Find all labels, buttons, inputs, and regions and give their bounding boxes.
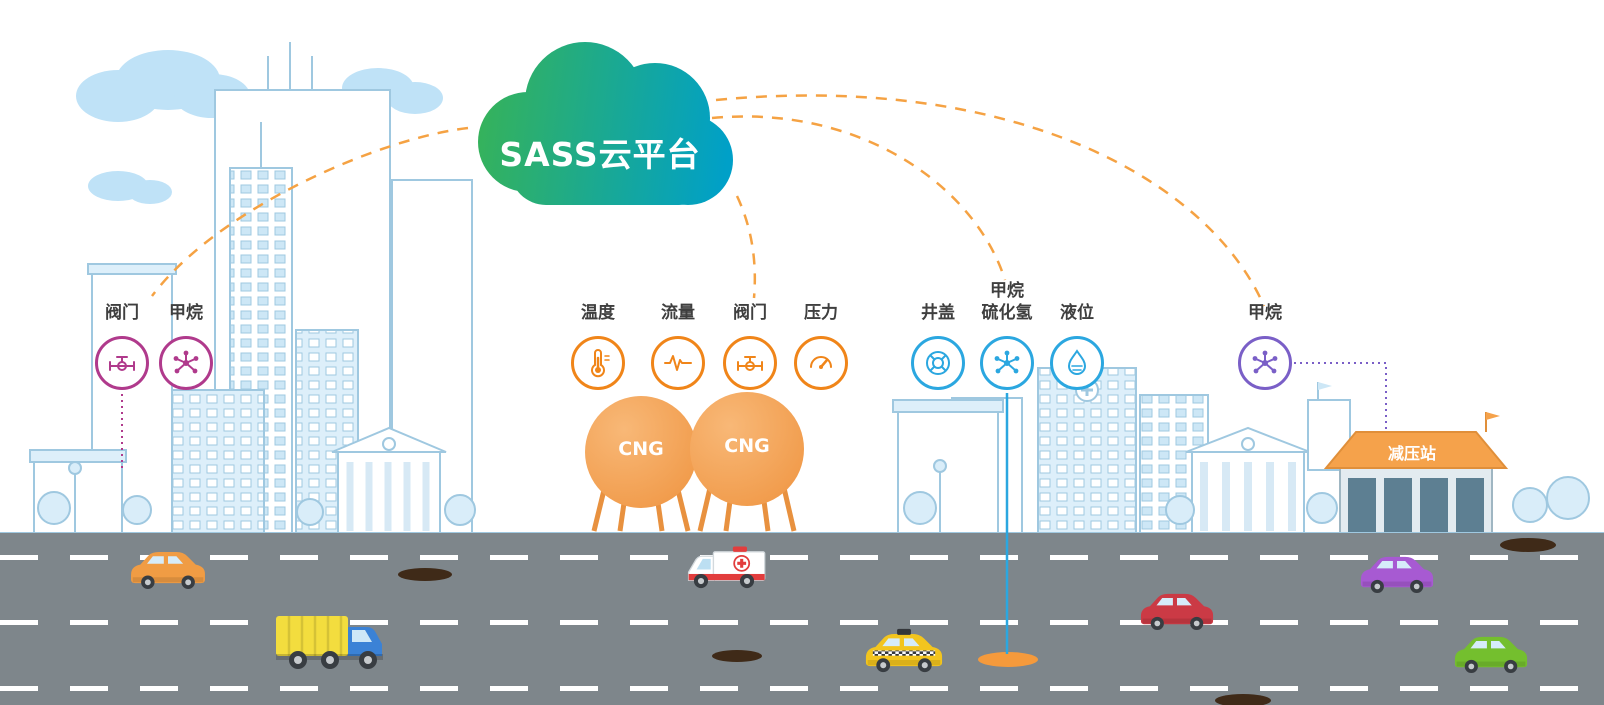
cloud-shape — [478, 42, 733, 205]
cng-tanks — [585, 392, 804, 532]
pressure-reduction-station-building — [1307, 382, 1590, 534]
cng-tank-2 — [690, 392, 804, 506]
lane-divider — [0, 620, 1604, 625]
manhole-spot — [1500, 538, 1556, 552]
road — [0, 533, 1604, 705]
manhole-spot — [712, 650, 762, 662]
lane-divider — [0, 555, 1604, 560]
right-city-block — [892, 367, 1338, 534]
manhole-spot — [398, 568, 452, 581]
sky-clouds — [76, 50, 443, 204]
manhole-spot — [1215, 694, 1271, 705]
lane-divider — [0, 686, 1604, 691]
monitored-manhole — [978, 652, 1038, 667]
cng-tank-1 — [585, 396, 697, 508]
